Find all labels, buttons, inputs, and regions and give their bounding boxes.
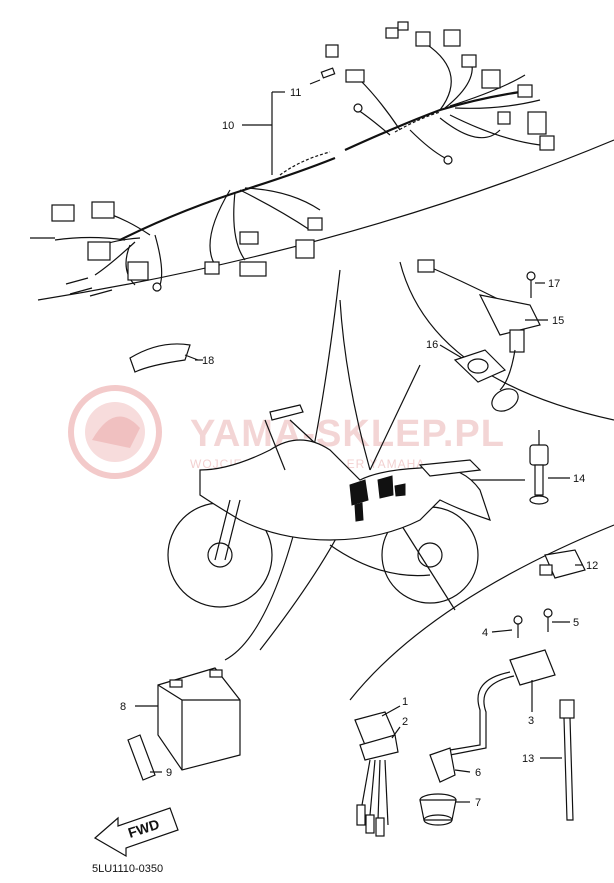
diagram-code: 5LU1110-0350 bbox=[92, 863, 163, 875]
fuel-sender-group bbox=[417, 259, 541, 412]
callout-11: 11 bbox=[290, 87, 301, 99]
callout-13: 13 bbox=[522, 753, 534, 765]
callout-3: 3 bbox=[528, 715, 534, 727]
leader-lines bbox=[135, 79, 583, 803]
part-13 bbox=[559, 699, 575, 821]
callout-15: 15 bbox=[552, 315, 564, 327]
part-12 bbox=[539, 549, 586, 579]
ignition-coil-group bbox=[449, 608, 556, 756]
callout-10: 10 bbox=[222, 120, 234, 132]
watermark: YAMA-SKLEP.PL WOJCIECHOWICZ DEALER YAMAH… bbox=[68, 385, 505, 479]
fwd-arrow: FWD bbox=[93, 807, 179, 858]
callout-1: 1 bbox=[402, 696, 408, 708]
callout-2: 2 bbox=[402, 716, 408, 728]
callout-8: 8 bbox=[120, 701, 126, 713]
callout-4: 4 bbox=[482, 627, 488, 639]
callout-12: 12 bbox=[586, 560, 598, 572]
battery bbox=[157, 667, 241, 771]
callout-16: 16 bbox=[426, 339, 438, 351]
callouts: 1 2 3 4 5 6 7 8 9 10 11 12 13 14 15 16 1… bbox=[120, 87, 598, 809]
callout-9: 9 bbox=[166, 767, 172, 779]
watermark-title: YAMA-SKLEP.PL bbox=[190, 413, 505, 455]
spark-cap-group bbox=[419, 747, 457, 826]
callout-18: 18 bbox=[202, 355, 214, 367]
wire-harness bbox=[30, 21, 555, 297]
callout-17: 17 bbox=[548, 278, 560, 290]
callout-7: 7 bbox=[475, 797, 481, 809]
cdi-group bbox=[354, 711, 399, 837]
scooter-body bbox=[167, 404, 491, 608]
part-9 bbox=[127, 734, 156, 781]
part-14 bbox=[529, 430, 549, 505]
callout-14: 14 bbox=[573, 473, 585, 485]
callout-6: 6 bbox=[475, 767, 481, 779]
region-boundaries bbox=[37, 139, 614, 701]
callout-5: 5 bbox=[573, 617, 579, 629]
